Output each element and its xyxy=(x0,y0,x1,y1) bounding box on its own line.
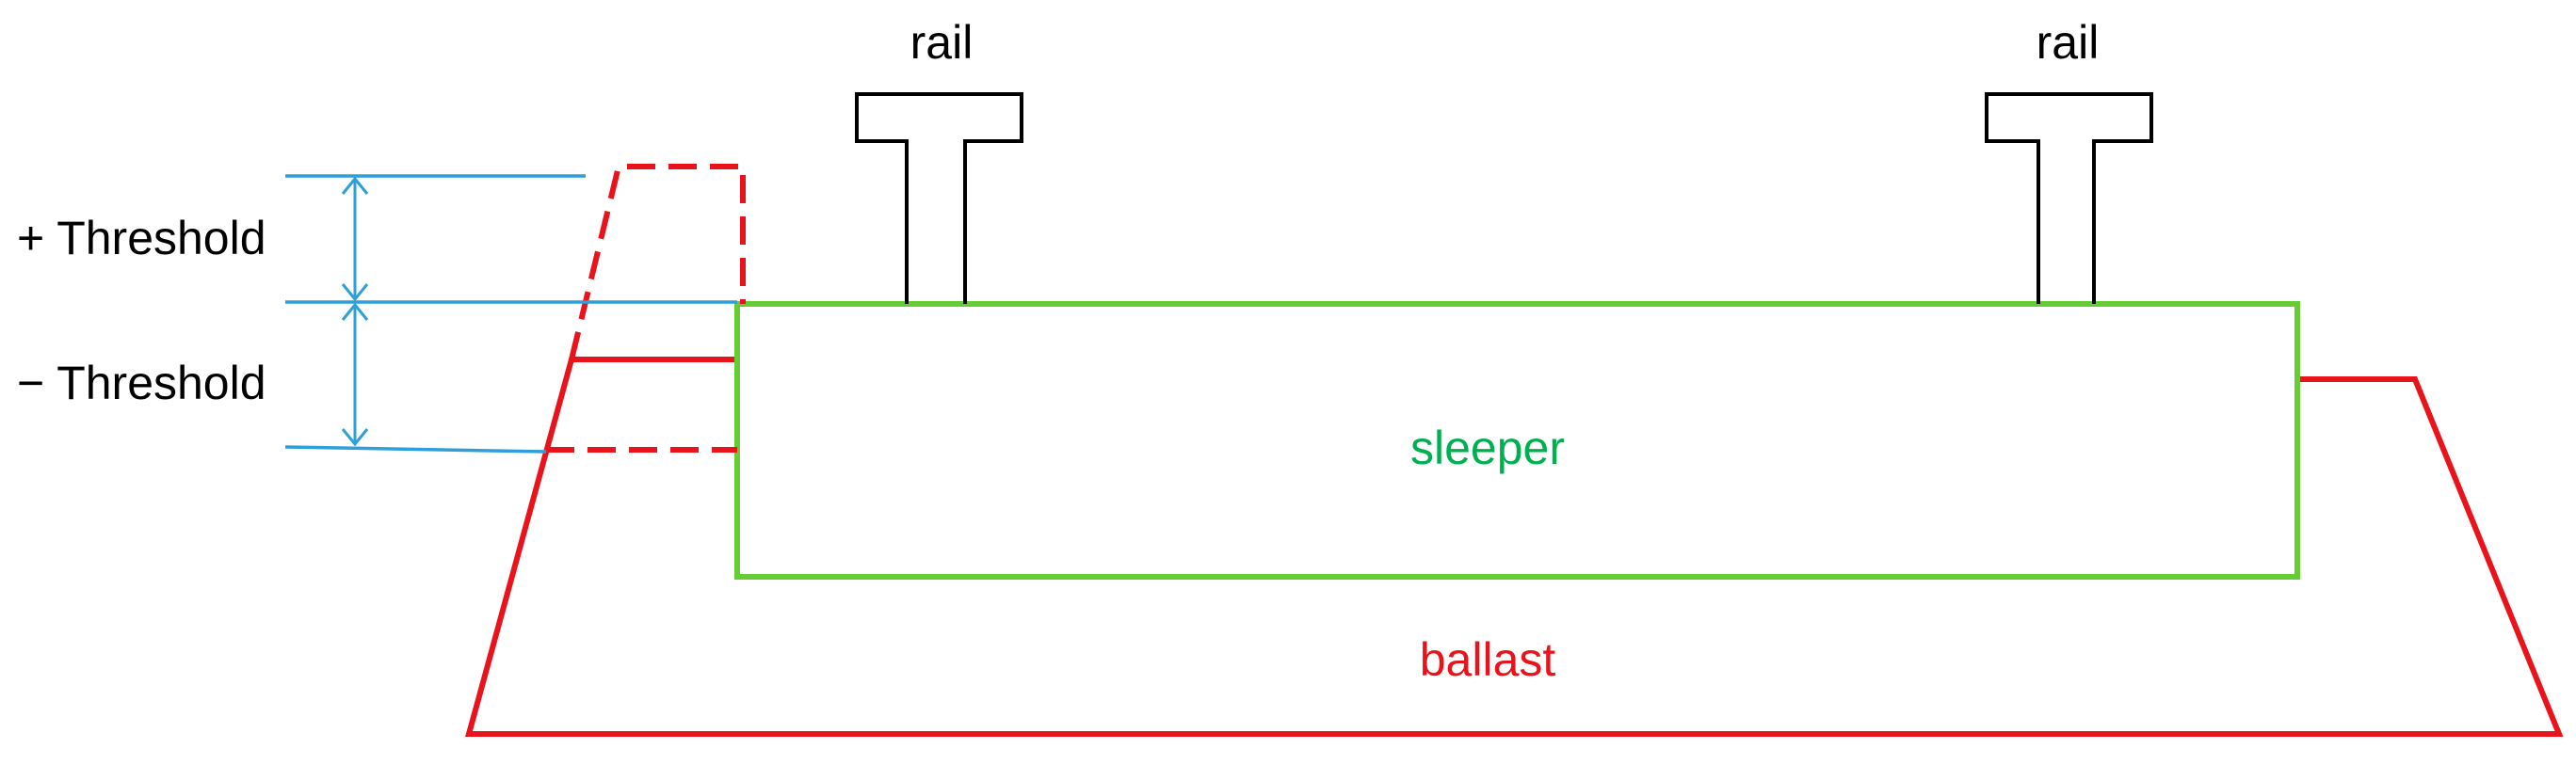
ballast-upper-limit-dashed xyxy=(569,164,746,360)
rail-left-label: rail xyxy=(910,16,974,69)
plus-threshold-label: + Threshold xyxy=(17,212,266,264)
rail-right-icon xyxy=(1985,92,2153,304)
rail-right-label: rail xyxy=(2037,16,2100,69)
minus-threshold-label: − Threshold xyxy=(17,357,266,409)
sleeper-label: sleeper xyxy=(1410,422,1565,474)
sleeper-outline xyxy=(734,301,2300,580)
ballast-outline xyxy=(465,357,2564,737)
threshold-lower-line xyxy=(284,445,547,454)
minus-threshold-arrow xyxy=(341,302,369,447)
rail-left-icon xyxy=(855,92,1023,304)
ballast-label: ballast xyxy=(1420,633,1556,686)
plus-threshold-arrow xyxy=(341,176,369,302)
